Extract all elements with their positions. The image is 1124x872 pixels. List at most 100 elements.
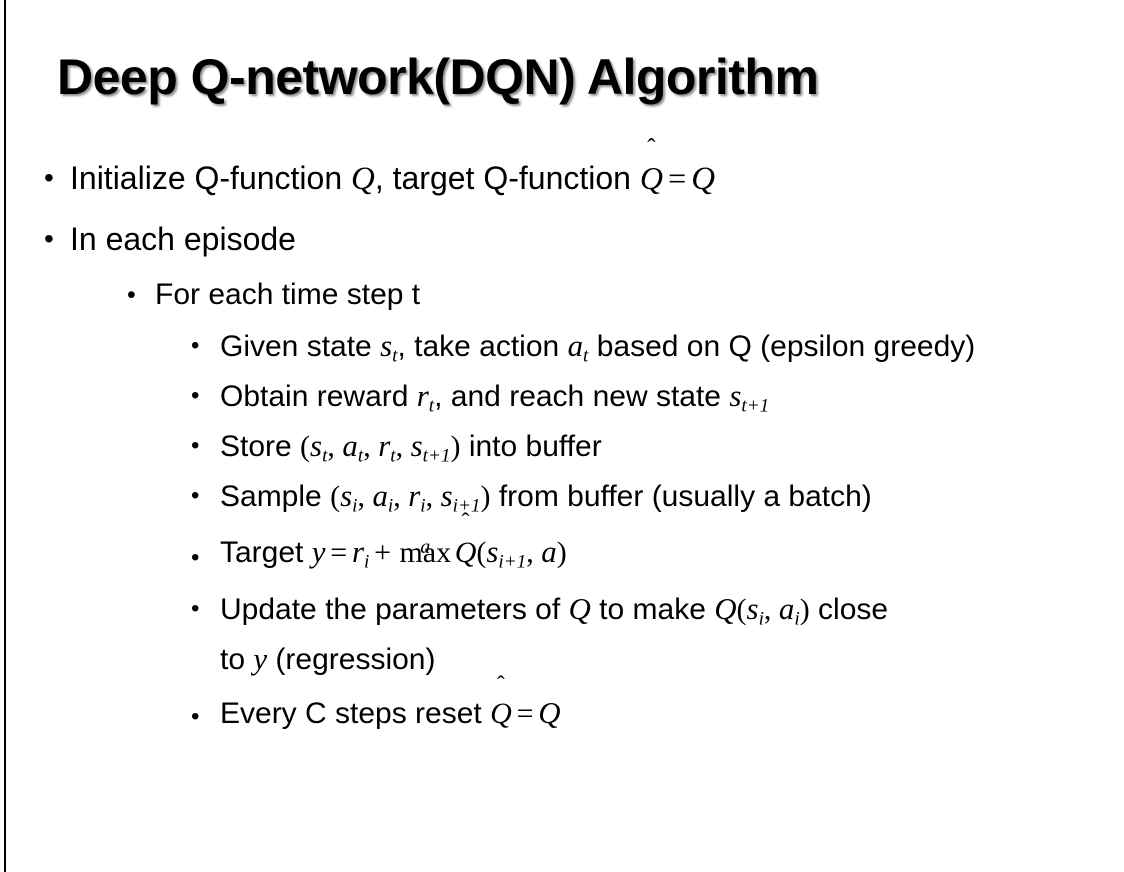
math-equals: = xyxy=(516,697,534,730)
text-run: from buffer (usually a batch) xyxy=(490,480,872,513)
bullet-sample-buffer-text: Sample (si, ai, ri, si+1) from buffer (u… xyxy=(220,471,1098,521)
math-comma: , xyxy=(363,430,379,463)
bullet-obtain-reward: • Obtain reward rt, and reach new state … xyxy=(0,371,1124,421)
bullet-dot-icon: • xyxy=(191,595,200,622)
bullet-in-each-episode-text: In each episode xyxy=(70,221,296,257)
text-run: to make xyxy=(590,593,715,626)
math-subscript: i+1 xyxy=(498,551,527,573)
bullet-update-parameters-text: Update the parameters of Q to make Q(si,… xyxy=(220,584,1098,684)
bullet-for-each-time-step: • For each time step t xyxy=(0,269,1124,321)
bullet-reset-target: • Every C steps reset ̂Q=Q xyxy=(0,684,1124,743)
math-r: r xyxy=(378,428,391,463)
math-y: y xyxy=(253,641,268,676)
math-s: s xyxy=(410,428,423,463)
math-a: a xyxy=(541,534,557,569)
math-close-paren: ) xyxy=(799,593,810,626)
bullet-list: • Initialize Q-function Q, target Q-func… xyxy=(0,148,1124,743)
text-run: Initialize Q-function xyxy=(70,160,352,196)
text-run: (regression) xyxy=(267,643,436,676)
bullet-store-buffer: • Store (st, at, rt, st+1) into buffer xyxy=(0,421,1124,471)
math-subscript: i xyxy=(352,495,358,517)
bullet-dot-icon: • xyxy=(191,703,200,730)
bullet-initialize: • Initialize Q-function Q, target Q-func… xyxy=(0,148,1124,209)
bullet-dot-icon: • xyxy=(44,162,54,193)
math-q: Q xyxy=(691,161,716,197)
math-subscript: i xyxy=(758,608,764,630)
math-comma: , xyxy=(357,480,373,513)
math-s: s xyxy=(310,428,323,463)
math-r-t: rt xyxy=(416,378,435,417)
text-run: into buffer xyxy=(460,430,602,463)
bullet-reset-target-text: Every C steps reset ̂Q=Q xyxy=(220,684,1098,743)
bullet-dot-icon: • xyxy=(127,281,136,309)
math-subscript: t xyxy=(357,445,364,467)
math-max-limit: a xyxy=(420,536,431,559)
bullet-dot-icon: • xyxy=(191,382,200,409)
math-r: r xyxy=(416,378,429,413)
math-y: y xyxy=(311,534,326,569)
math-open-paren: ( xyxy=(736,593,747,626)
text-run: close to xyxy=(220,593,889,676)
math-subscript: i xyxy=(420,495,426,517)
math-subscript: i xyxy=(387,495,394,517)
math-s: s xyxy=(340,478,353,513)
math-equals: = xyxy=(668,160,687,196)
math-q: Q xyxy=(714,591,737,626)
math-open-paren: ( xyxy=(300,430,311,463)
math-comma: , xyxy=(425,480,441,513)
bullet-given-state-text: Given state st, take action at based on … xyxy=(220,321,1098,371)
math-close-paren: ) xyxy=(480,480,491,513)
math-q-base: Q xyxy=(454,536,477,569)
bullet-dot-icon: • xyxy=(191,482,200,509)
math-subscript: i xyxy=(363,551,370,573)
math-close-paren: ) xyxy=(556,536,567,569)
math-q-base: Q xyxy=(490,697,512,730)
text-run: Target xyxy=(220,536,312,569)
math-q-hat: ̂Q xyxy=(640,148,663,208)
math-q-base: Q xyxy=(639,160,663,196)
bullet-initialize-text: Initialize Q-function Q, target Q-functi… xyxy=(70,148,1124,209)
text-run: Store xyxy=(220,430,301,463)
bullet-dot-icon: • xyxy=(191,332,200,359)
bullet-update-parameters: • Update the parameters of Q to make Q(s… xyxy=(0,584,1124,684)
page-title: Deep Q-network(DQN) Algorithm xyxy=(57,49,819,105)
math-a-t: at xyxy=(567,328,589,367)
math-s: s xyxy=(486,534,499,569)
math-open-paren: ( xyxy=(476,536,487,569)
math-subscript: i+1 xyxy=(452,495,481,517)
text-run: Given state xyxy=(220,330,381,363)
math-open-paren: ( xyxy=(330,480,341,513)
math-subscript: t xyxy=(428,395,435,417)
math-s: s xyxy=(729,378,742,413)
math-comma: , xyxy=(763,593,779,626)
bullet-target-text: Target y=ri+maxâQ(si+1, a) xyxy=(220,521,1098,584)
math-subscript: t xyxy=(322,445,328,467)
math-plus: + xyxy=(374,536,392,569)
slide-left-border xyxy=(4,0,6,872)
math-comma: , xyxy=(395,430,411,463)
bullet-target: • Target y=ri+maxâQ(si+1, a) xyxy=(0,521,1124,584)
math-r: r xyxy=(408,478,421,513)
math-q-hat: ̂Q xyxy=(490,685,512,743)
math-a: a xyxy=(372,478,388,513)
math-q: Q xyxy=(568,591,591,626)
math-close-paren: ) xyxy=(450,430,461,463)
math-comma: , xyxy=(526,536,542,569)
text-run: , take action xyxy=(397,330,568,363)
bullet-dot-icon: • xyxy=(191,432,200,459)
math-comma: , xyxy=(327,430,343,463)
text-run: Obtain reward xyxy=(220,380,417,413)
text-run: based on Q (epsilon greedy) xyxy=(588,330,976,363)
math-equals: = xyxy=(330,536,348,569)
math-comma: , xyxy=(393,480,409,513)
math-s-t1: st+1 xyxy=(729,378,769,415)
bullet-sample-buffer: • Sample (si, ai, ri, si+1) from buffer … xyxy=(0,471,1124,521)
math-s-t: st xyxy=(380,328,397,365)
math-r: r xyxy=(351,534,364,569)
bullet-dot-icon: • xyxy=(191,544,200,571)
text-run: , target Q-function xyxy=(374,160,640,196)
math-subscript: t xyxy=(583,345,589,367)
text-run: , and reach new state xyxy=(434,380,730,413)
math-a: a xyxy=(567,328,584,363)
